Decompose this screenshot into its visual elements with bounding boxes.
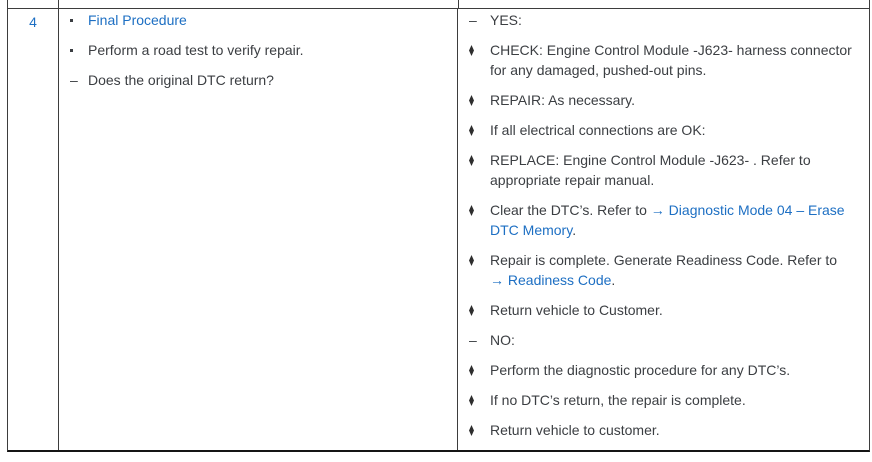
item-text: If no DTC’s return, the repair is comple… <box>490 392 746 408</box>
previous-row-step-cell <box>8 0 59 8</box>
item-text: Perform the diagnostic procedure for any… <box>490 362 790 378</box>
list-item: Clear the DTC’s. Refer to → Diagnostic M… <box>458 200 869 240</box>
text-segment: REPAIR: As necessary. <box>490 92 635 108</box>
text-segment: If all electrical connections are OK: <box>490 122 706 138</box>
diamond-bullet-icon <box>469 300 489 316</box>
item-text: Does the original DTC return? <box>88 72 274 88</box>
doc-link[interactable]: → Diagnostic Mode 04 – Erase DTC Memory <box>490 202 845 238</box>
list-item: Perform a road test to verify repair. <box>59 40 457 60</box>
diamond-bullet-icon <box>469 40 489 56</box>
item-text: Return vehicle to customer. <box>490 422 660 438</box>
dash-bullet-icon: – <box>70 72 78 88</box>
item-text: REPLACE: Engine Control Module -J623- . … <box>490 152 811 188</box>
item-text: Repair is complete. Generate Readiness C… <box>490 252 837 288</box>
diamond-bullet-icon <box>469 120 489 136</box>
text-segment: Perform a road test to verify repair. <box>88 42 304 58</box>
text-segment: If no DTC’s return, the repair is comple… <box>490 392 746 408</box>
dash-bullet-icon: – <box>469 12 477 28</box>
diamond-bullet-icon <box>469 150 489 166</box>
list-item: Perform the diagnostic procedure for any… <box>458 360 869 380</box>
result-cell: –YES:CHECK: Engine Control Module -J623-… <box>458 9 869 450</box>
list-item: REPLACE: Engine Control Module -J623- . … <box>458 150 869 190</box>
dot-bullet-icon <box>70 40 90 52</box>
dash-bullet-icon: – <box>469 332 477 348</box>
text-segment: YES: <box>490 12 522 28</box>
item-text: Return vehicle to Customer. <box>490 302 663 318</box>
list-item: Return vehicle to Customer. <box>458 300 869 320</box>
text-segment: Return vehicle to customer. <box>490 422 660 438</box>
diamond-bullet-icon <box>469 420 489 436</box>
list-item: CHECK: Engine Control Module -J623- harn… <box>458 40 869 80</box>
text-segment: CHECK: Engine Control Module -J623- harn… <box>490 42 852 78</box>
list-item: Final Procedure <box>59 10 457 30</box>
diamond-bullet-icon <box>469 390 489 406</box>
item-text: Final Procedure <box>88 12 187 28</box>
text-segment: Clear the DTC’s. Refer to <box>490 202 651 218</box>
item-text: REPAIR: As necessary. <box>490 92 635 108</box>
item-text: Clear the DTC’s. Refer to → Diagnostic M… <box>490 202 845 238</box>
text-segment: NO: <box>490 332 515 348</box>
text-segment: Return vehicle to Customer. <box>490 302 663 318</box>
doc-link[interactable]: Final Procedure <box>88 12 187 28</box>
step-number-cell: 4 <box>8 9 59 450</box>
previous-row-procedure-cell <box>59 0 459 8</box>
text-segment: Perform the diagnostic procedure for any… <box>490 362 791 378</box>
diamond-bullet-icon <box>469 360 489 376</box>
diamond-bullet-icon <box>469 250 489 266</box>
dot-bullet-icon <box>70 10 90 22</box>
list-item: If all electrical connections are OK: <box>458 120 869 140</box>
list-item: –NO: <box>458 330 869 350</box>
text-segment: Does the original DTC return? <box>88 72 274 88</box>
item-text: If all electrical connections are OK: <box>490 122 706 138</box>
list-item: –Does the original DTC return? <box>59 70 457 90</box>
text-segment: REPLACE: Engine Control Module -J623- . … <box>490 152 811 188</box>
text-segment: . <box>572 222 577 238</box>
list-item: Repair is complete. Generate Readiness C… <box>458 250 869 290</box>
doc-link[interactable]: → Readiness Code <box>490 272 612 288</box>
list-item: –YES: <box>458 10 869 30</box>
list-item: If no DTC’s return, the repair is comple… <box>458 390 869 410</box>
result-list: –YES:CHECK: Engine Control Module -J623-… <box>458 9 869 440</box>
previous-row-result-cell <box>459 0 869 8</box>
text-segment: . <box>611 272 616 288</box>
step-number: 4 <box>29 14 37 30</box>
item-text: Perform a road test to verify repair. <box>88 42 304 58</box>
diamond-bullet-icon <box>469 200 489 216</box>
text-segment: Repair is complete. Generate Readiness C… <box>490 252 838 268</box>
list-item: Return vehicle to customer. <box>458 420 869 440</box>
diamond-bullet-icon <box>469 90 489 106</box>
item-text: CHECK: Engine Control Module -J623- harn… <box>490 42 852 78</box>
item-text: YES: <box>490 12 522 28</box>
list-item: REPAIR: As necessary. <box>458 90 869 110</box>
item-text: NO: <box>490 332 515 348</box>
previous-row-sliver <box>8 0 869 9</box>
